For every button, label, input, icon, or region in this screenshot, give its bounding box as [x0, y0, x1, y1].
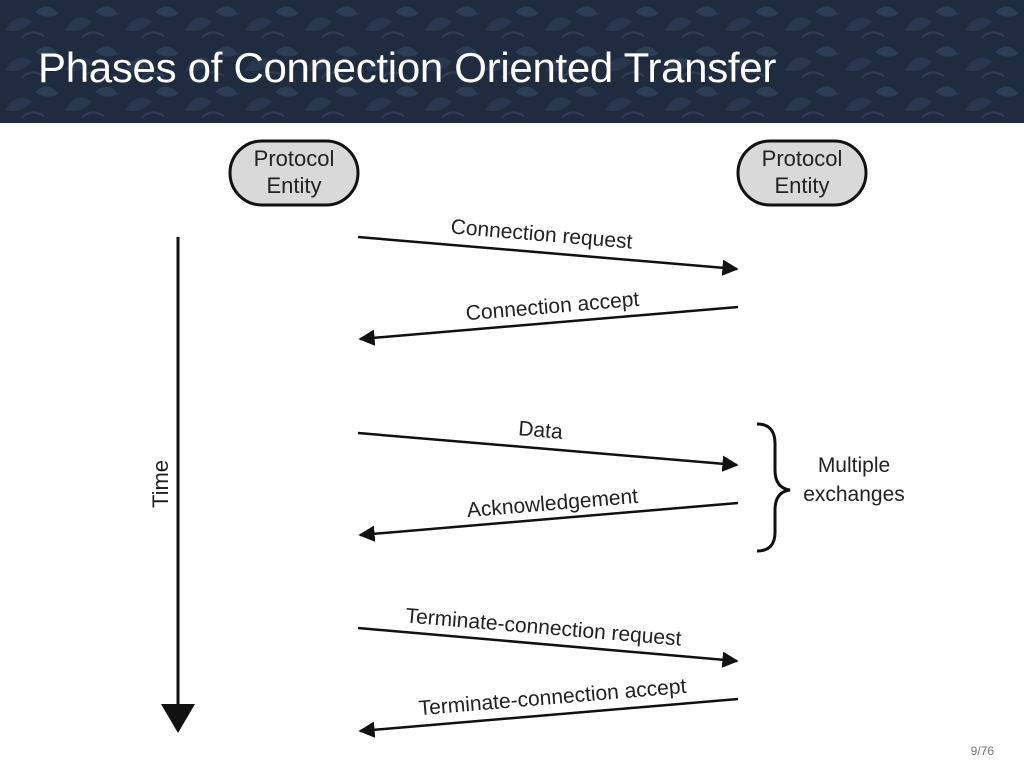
brace-label-line2: exchanges — [803, 483, 905, 506]
message-connection-accept: Connection accept — [358, 288, 739, 346]
right-entity-label-line1: Protocol — [762, 146, 843, 171]
banner-texture — [0, 0, 1024, 123]
multiple-exchanges-group: Multiple exchanges — [756, 422, 905, 553]
brace-label-line1: Multiple — [818, 454, 890, 477]
right-entity-label-line2: Entity — [774, 173, 829, 198]
left-protocol-entity: Protocol Entity — [228, 139, 360, 207]
message-connection-request: Connection request — [357, 215, 739, 276]
time-axis: Time — [148, 237, 195, 733]
label-acknowledgement: Acknowledgement — [466, 485, 639, 522]
arrow-connection-accept — [358, 305, 739, 346]
page-number: 9/76 — [970, 744, 994, 758]
curly-brace — [756, 422, 791, 553]
label-data: Data — [517, 417, 563, 444]
arrow-connection-request — [357, 235, 739, 276]
right-entity-box — [736, 139, 868, 207]
arrow-terminate-connection-request — [357, 626, 739, 668]
label-connection-accept: Connection accept — [465, 288, 640, 325]
left-entity-label-line1: Protocol — [254, 146, 335, 171]
message-terminate-connection-accept: Terminate-connection accept — [358, 675, 739, 738]
page-title: Phases of Connection Oriented Transfer — [38, 44, 777, 91]
arrow-acknowledgement — [358, 501, 739, 542]
message-terminate-connection-request: Terminate-connection request — [357, 604, 739, 668]
title-banner: Phases of Connection Oriented Transfer — [0, 0, 1024, 123]
left-entity-box — [228, 139, 360, 207]
message-data: Data — [357, 417, 739, 472]
time-axis-label: Time — [148, 460, 173, 508]
message-acknowledgement: Acknowledgement — [358, 485, 739, 542]
arrow-terminate-connection-accept — [358, 697, 739, 738]
right-protocol-entity: Protocol Entity — [736, 139, 868, 207]
time-axis-arrowhead — [161, 704, 195, 733]
label-terminate-connection-accept: Terminate-connection accept — [418, 675, 688, 720]
left-entity-label-line2: Entity — [266, 173, 321, 198]
arrow-data — [357, 431, 739, 472]
